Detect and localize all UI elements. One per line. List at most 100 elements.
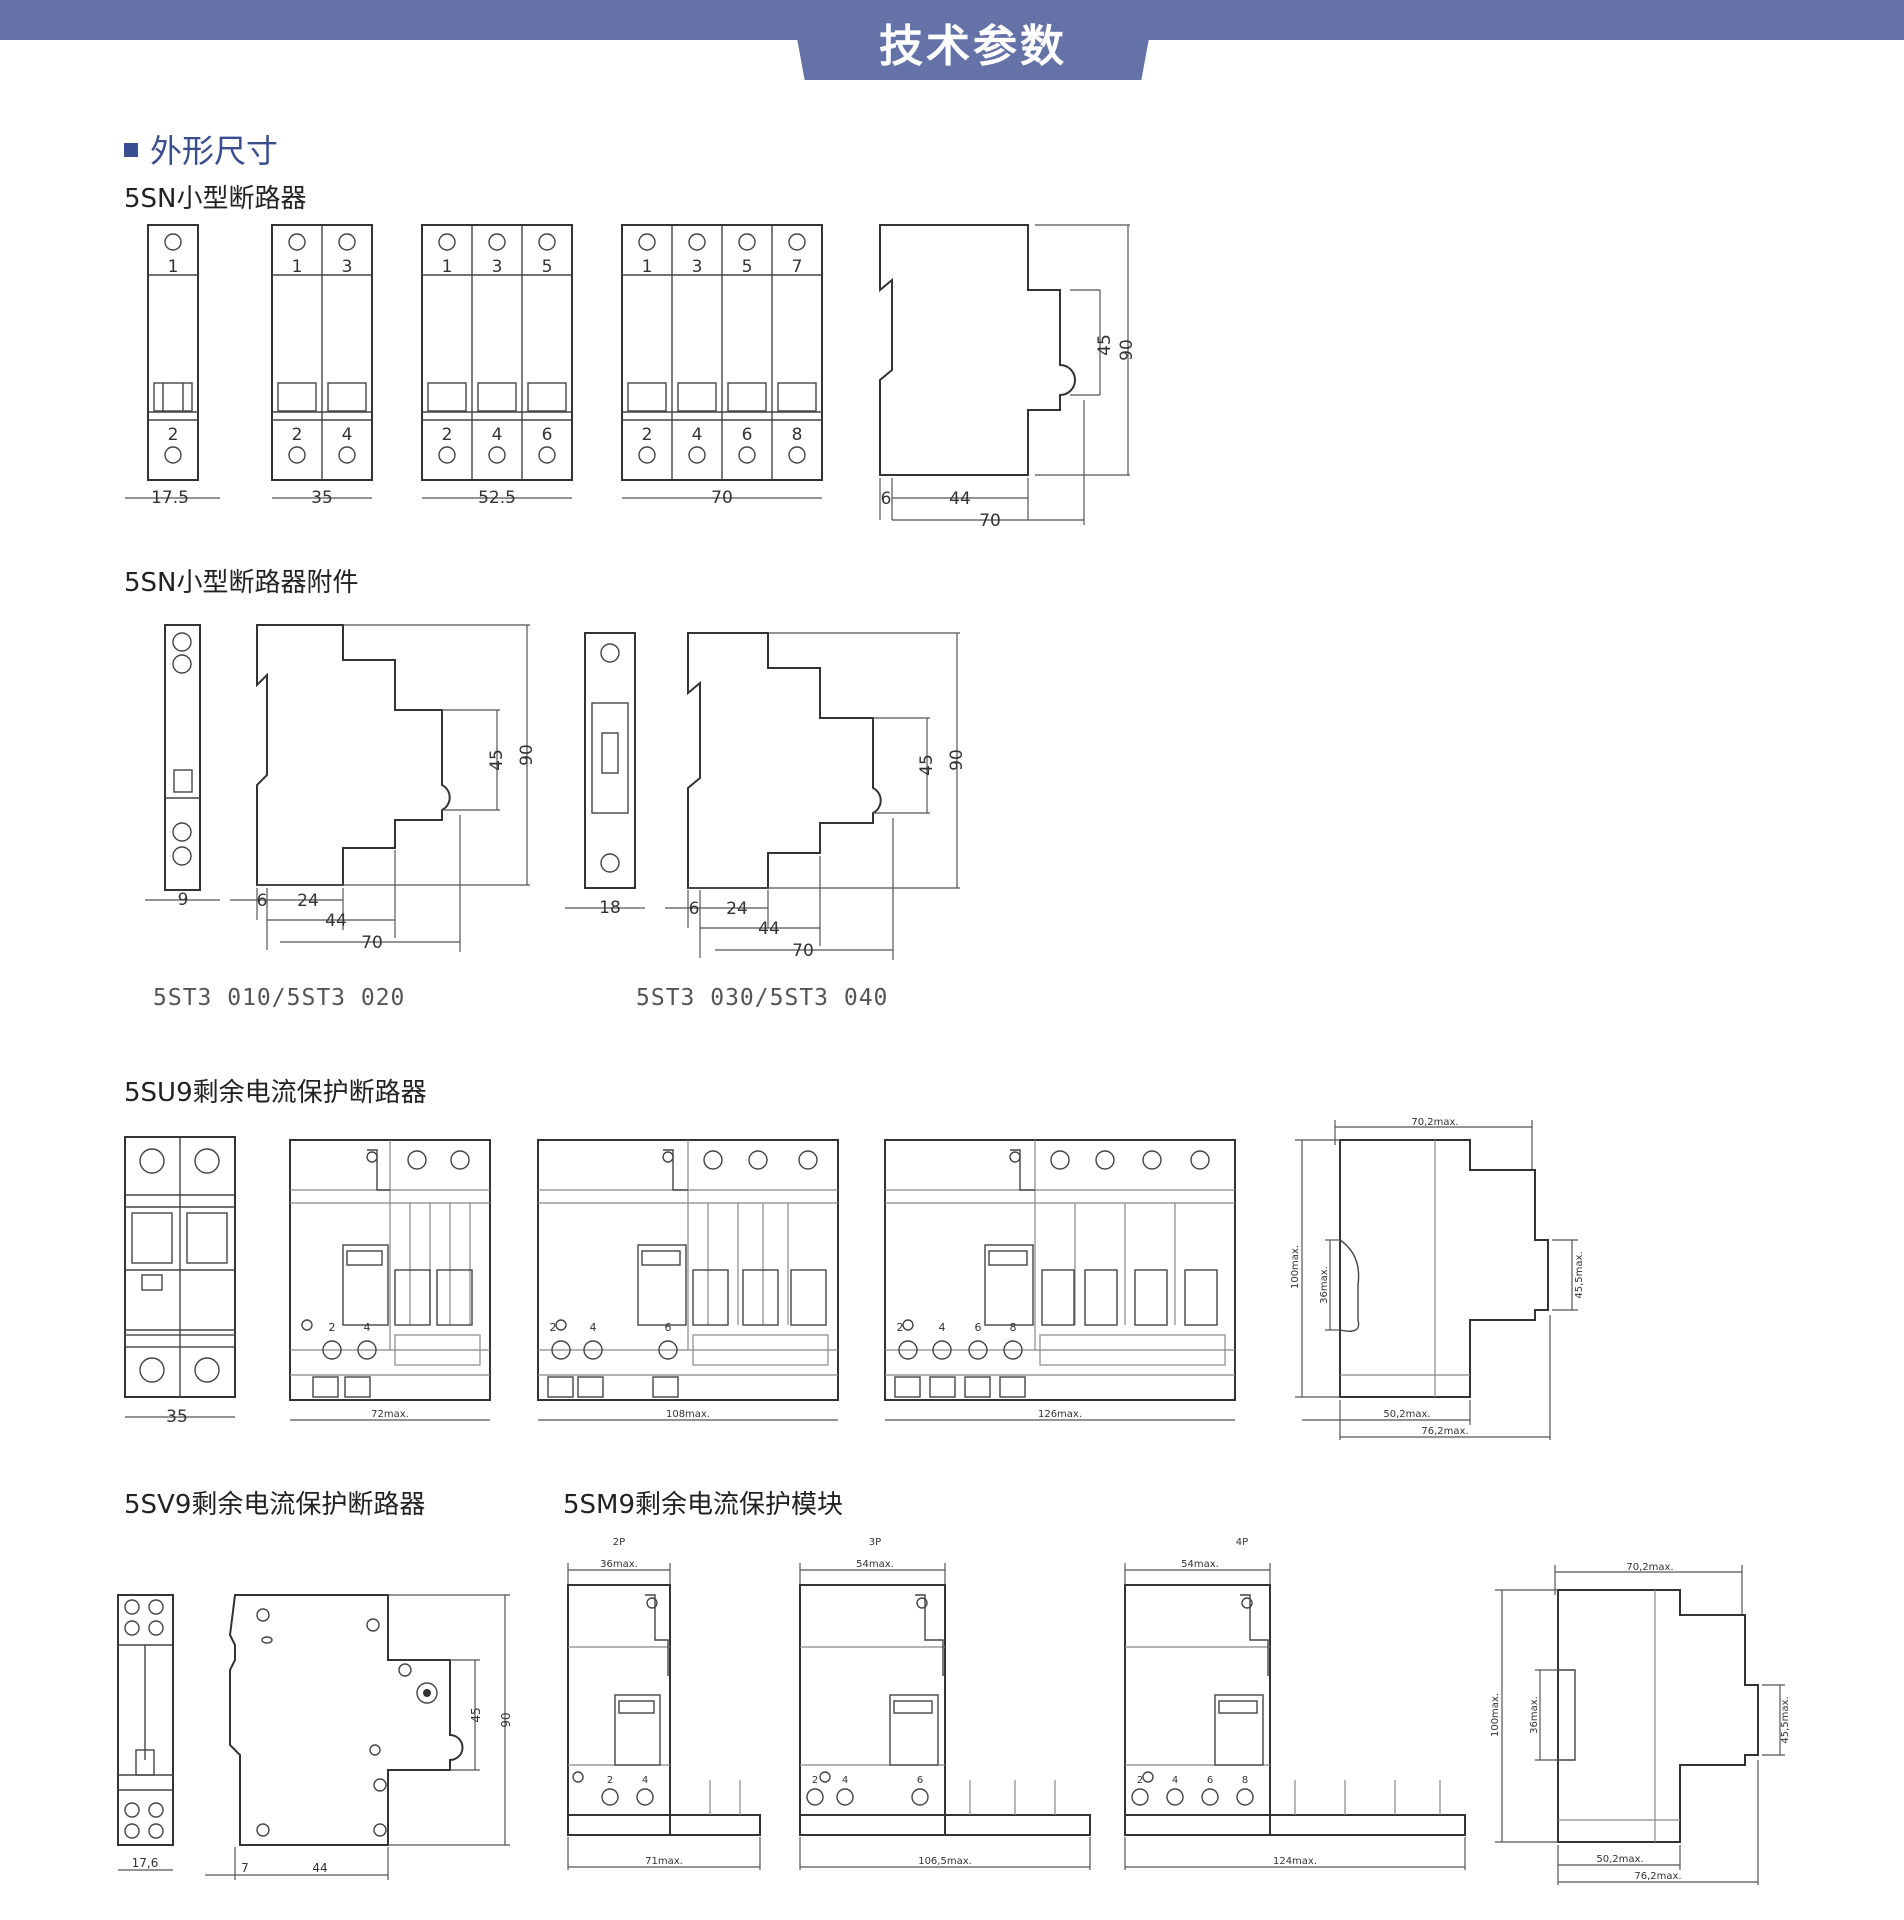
group-title-5sn-accessories: 5SN小型断路器附件 [124,568,359,598]
height-label: 90 [1117,339,1137,361]
drawing-5su9-front-3p: 2 4 6 108max. [537,1139,839,1421]
dim-label: 76,2max. [1421,1426,1468,1437]
terminal-label: 7 [792,257,803,277]
dim-label: 44 [758,919,780,939]
dim-label: 44 [949,489,971,509]
drawing-5sn-4p: 1 3 5 7 2 4 6 8 70 [621,224,823,508]
drawing-5sn-1p: 1 2 17.5 [125,224,220,508]
terminal-label: 5 [742,257,753,277]
terminal-label: 2 [168,425,179,445]
dim-label: 36max. [1529,1696,1540,1734]
section-title: 外形尺寸 [150,132,279,170]
dim-label: 44 [325,911,347,931]
drawing-5sm9-4p: 4P 54max. 2 4 6 8 124max. [1124,1537,1466,1870]
width-label: 17.5 [151,488,189,508]
width-label: 35 [166,1407,188,1427]
dim-label: 50,2max. [1596,1854,1643,1865]
terminal-label: 2 [897,1321,904,1334]
terminal-label: 4 [939,1321,946,1334]
dim-label: 6 [881,489,892,509]
height-label: 45 [1095,334,1115,356]
terminal-label: 6 [917,1775,923,1786]
group-title-5sm9: 5SM9剩余电流保护模块 [563,1490,844,1520]
dim-label: 106,5max. [918,1856,972,1867]
dim-label: 44 [312,1861,327,1875]
terminal-label: 2 [1137,1775,1143,1786]
width-label: 9 [178,890,189,910]
terminal-label: 4 [642,1775,648,1786]
dim-label: 70,2max. [1411,1117,1458,1128]
terminal-label: 1 [642,257,653,277]
group-title-5sv9: 5SV9剩余电流保护断路器 [124,1490,426,1520]
dim-label: 70 [361,933,383,953]
width-label: 72max. [371,1409,409,1420]
drawing-5sv9-side: 45 90 7 44 [205,1594,513,1880]
section-heading: 外形尺寸 [124,126,278,172]
drawing-5su9-front-narrow: 35 [124,1136,236,1427]
dim-label: 6 [689,899,700,919]
drawing-5sm9-3p: 3P 54max. 2 4 6 106,5max. [799,1537,1091,1870]
dim-label: 7 [241,1861,249,1875]
terminal-label: 1 [292,257,303,277]
pole-label: 3P [869,1537,881,1548]
dim-label: 24 [726,899,748,919]
terminal-label: 3 [492,257,503,277]
terminal-label: 6 [542,425,553,445]
drawing-5sm9-side: 70,2max. 100max. 36max. 45,5max. 50,2max… [1490,1562,1791,1885]
drawing-5sm9-2p: 2P 36max. 2 4 71max. [567,1537,761,1870]
height-label: 90 [499,1712,513,1727]
width-label: 70 [711,488,733,508]
page-title: 技术参数 [879,21,1067,72]
drawing-5sv9-front: 17,6 [117,1594,174,1871]
drawing-acc-left: 9 45 90 6 24 44 70 [145,624,537,953]
group-title-5su9: 5SU9剩余电流保护断路器 [124,1078,427,1108]
dim-label: 45,5max. [1574,1251,1585,1298]
terminal-label: 4 [842,1775,848,1786]
width-label: 126max. [1038,1409,1082,1420]
terminal-label: 2 [550,1321,557,1334]
height-label: 90 [947,749,967,771]
drawing-5sn-3p: 1 3 5 2 4 6 52.5 [421,224,573,508]
terminal-label: 3 [342,257,353,277]
dim-label: 70 [792,941,814,961]
dim-label: 45,5max. [1780,1696,1791,1743]
caption-5st3-010-020: 5ST3 010/5ST3 020 [153,985,406,1011]
drawing-5sn-2p: 1 3 2 4 35 [271,224,373,508]
terminal-label: 6 [1207,1775,1213,1786]
drawing-5su9-front-2p: 2 4 72max. [289,1139,491,1421]
width-label: 18 [599,898,621,918]
dim-label: 6 [257,891,268,911]
width-label: 17,6 [132,1856,159,1870]
pole-label: 2P [613,1537,625,1548]
terminal-label: 2 [812,1775,818,1786]
terminal-label: 4 [342,425,353,445]
terminal-label: 2 [442,425,453,445]
terminal-label: 6 [665,1321,672,1334]
dim-label: 24 [297,891,319,911]
terminal-label: 4 [364,1321,371,1334]
caption-5st3-030-040: 5ST3 030/5ST3 040 [636,985,889,1011]
terminal-label: 4 [492,425,503,445]
header-tab [790,0,1156,80]
dim-label: 54max. [1181,1559,1219,1570]
width-label: 52.5 [478,488,516,508]
terminal-label: 2 [642,425,653,445]
terminal-label: 3 [692,257,703,277]
height-label: 45 [487,749,507,771]
drawing-5su9-front-4p: 2 4 6 8 126max. [884,1139,1236,1421]
terminal-label: 8 [1242,1775,1248,1786]
dim-label: 100max. [1290,1245,1301,1289]
terminal-label: 4 [692,425,703,445]
dim-label: 50,2max. [1383,1409,1430,1420]
terminal-label: 2 [607,1775,613,1786]
dim-label: 71max. [645,1856,683,1867]
terminal-label: 2 [292,425,303,445]
terminal-label: 2 [329,1321,336,1334]
height-label: 45 [917,754,937,776]
terminal-label: 6 [975,1321,982,1334]
terminal-label: 4 [590,1321,597,1334]
dim-label: 76,2max. [1634,1871,1681,1882]
terminal-label: 4 [1172,1775,1178,1786]
terminal-label: 6 [742,425,753,445]
dim-label: 100max. [1490,1693,1501,1737]
